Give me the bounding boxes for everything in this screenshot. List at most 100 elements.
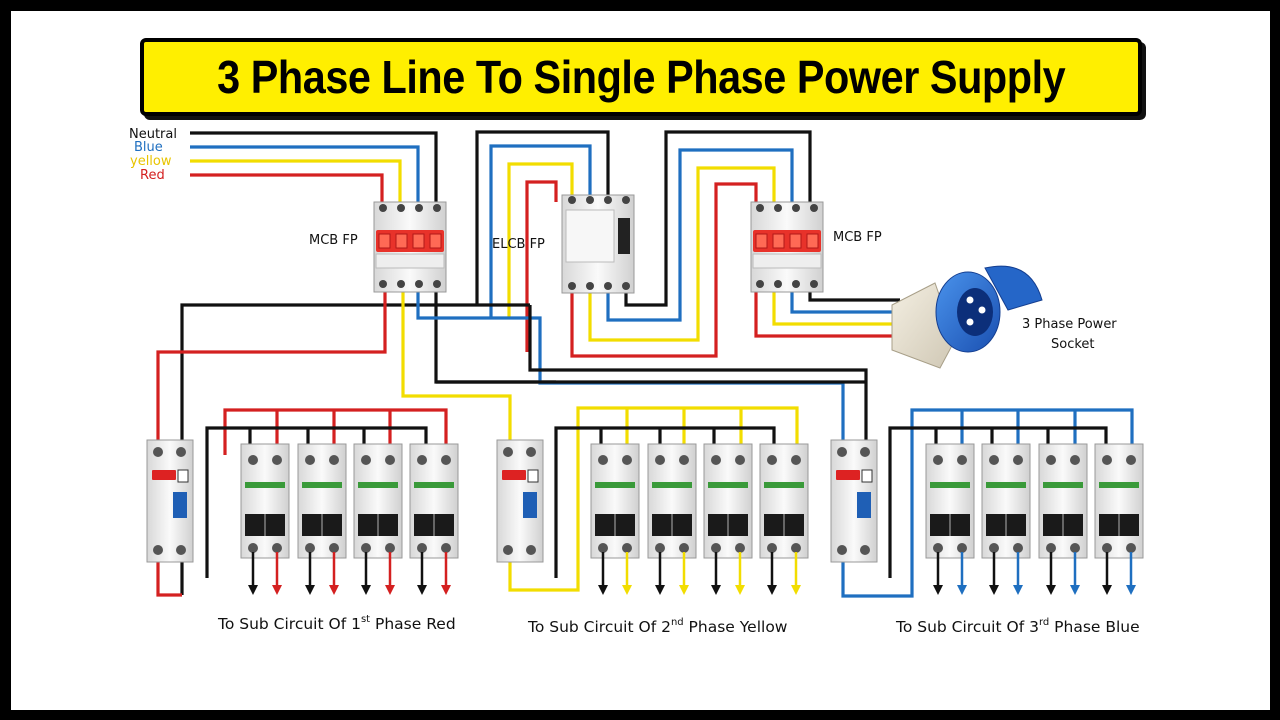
- arrow-head: [272, 585, 282, 595]
- caption-yellow-sup: nd: [671, 617, 684, 628]
- terminal-screw: [272, 455, 282, 465]
- rccb: [496, 439, 544, 563]
- brand-mark: [502, 470, 526, 480]
- panel2-yellow-loop: [508, 455, 580, 592]
- socket-pin: [966, 318, 974, 326]
- terminal-screw: [622, 543, 632, 553]
- arrow-head: [767, 585, 777, 595]
- handle: [806, 233, 819, 249]
- handle-gap: [783, 514, 785, 536]
- mcb-two-pole: [590, 443, 640, 559]
- terminal-screw: [1013, 455, 1023, 465]
- panel1-neutral-bus: [205, 426, 428, 578]
- terminal-screw: [503, 545, 513, 555]
- brand-mark: [152, 470, 176, 480]
- terminal-screw: [622, 455, 632, 465]
- handle: [755, 233, 768, 249]
- page-title: 3 Phase Line To Single Phase Power Suppl…: [216, 51, 1066, 103]
- terminal-screw: [711, 455, 721, 465]
- arrow-head: [933, 585, 943, 595]
- handle: [429, 233, 442, 249]
- terminal-screw: [622, 282, 630, 290]
- brand-strip: [1099, 482, 1139, 488]
- terminal-screw: [397, 204, 405, 212]
- terminal-screw: [810, 204, 818, 212]
- handle-gap: [264, 514, 266, 536]
- brand-strip: [652, 482, 692, 488]
- brand-strip: [930, 482, 970, 488]
- caption-red-text: To Sub Circuit Of 1: [217, 615, 361, 633]
- terminal-screw: [1126, 455, 1136, 465]
- brand-strip: [1043, 482, 1083, 488]
- handle-gap: [377, 514, 379, 536]
- terminal-screw: [1102, 543, 1112, 553]
- elcb-lever: [618, 218, 630, 254]
- terminal-screw: [329, 543, 339, 553]
- terminal-screw: [622, 196, 630, 204]
- terminal-screw: [933, 543, 943, 553]
- terminal-screw: [153, 545, 163, 555]
- terminal-screw: [526, 545, 536, 555]
- terminal-screw: [767, 543, 777, 553]
- terminal-screw: [153, 447, 163, 457]
- terminal-screw: [329, 455, 339, 465]
- legend-red-label: Red: [140, 168, 165, 183]
- terminal-screw: [756, 204, 764, 212]
- caption-phase-blue: To Sub Circuit Of 3rd Phase Blue: [895, 617, 1140, 636]
- mcb-two-pole: [353, 443, 403, 559]
- arrow-head: [622, 585, 632, 595]
- panel3-neutral-bus: [888, 426, 1108, 578]
- rating-plate: [375, 253, 445, 269]
- terminal-screw: [1070, 543, 1080, 553]
- terminal-screw: [417, 455, 427, 465]
- mcb-two-pole: [297, 443, 347, 559]
- brand-strip: [708, 482, 748, 488]
- terminal-screw: [679, 455, 689, 465]
- rccb: [146, 439, 194, 563]
- arrow-head: [1070, 585, 1080, 595]
- incoming-blue-wire: [190, 145, 420, 202]
- terminal-screw: [989, 455, 999, 465]
- handle-gap: [433, 514, 435, 536]
- terminal-screw: [176, 447, 186, 457]
- terminal-screw: [433, 204, 441, 212]
- terminal-screw: [774, 280, 782, 288]
- terminal-screw: [248, 543, 258, 553]
- handle: [378, 233, 391, 249]
- rccb1-red-feed: [156, 290, 387, 455]
- terminal-screw: [810, 280, 818, 288]
- arrow-head: [711, 585, 721, 595]
- socket-pin: [978, 306, 986, 314]
- terminal-screw: [361, 455, 371, 465]
- handle-gap: [1062, 514, 1064, 536]
- terminal-screw: [989, 543, 999, 553]
- mcb-right-label: MCB FP: [833, 230, 882, 245]
- terminal-screw: [933, 455, 943, 465]
- elcb-label: ELCB FP: [492, 237, 545, 252]
- brand-strip: [414, 482, 454, 488]
- terminal-screw: [526, 447, 536, 457]
- legend-blue-label: Blue: [134, 140, 163, 155]
- mcb-right-blue-in: [606, 148, 794, 322]
- panel2-yellow-bus: [576, 406, 799, 455]
- terminal-screw: [385, 455, 395, 465]
- terminal-screw: [1070, 455, 1080, 465]
- mcb-right-yellow-in: [588, 166, 776, 342]
- terminal-screw: [837, 447, 847, 457]
- terminal-screw: [1046, 543, 1056, 553]
- terminal-screw: [655, 455, 665, 465]
- terminal-screw: [415, 280, 423, 288]
- arrow-head: [655, 585, 665, 595]
- brand-strip: [986, 482, 1026, 488]
- rccb3-blue-feed: [416, 290, 845, 455]
- caption-blue-suffix: Phase Blue: [1049, 618, 1139, 636]
- legend-yellow-label: yellow: [130, 154, 172, 169]
- terminal-screw: [604, 196, 612, 204]
- brand-strip: [245, 482, 285, 488]
- brand-mark: [836, 470, 860, 480]
- sub-circuit-panels: [146, 439, 1144, 563]
- arrow-head: [305, 585, 315, 595]
- handle-gap: [321, 514, 323, 536]
- terminal-screw: [397, 280, 405, 288]
- handle: [789, 233, 802, 249]
